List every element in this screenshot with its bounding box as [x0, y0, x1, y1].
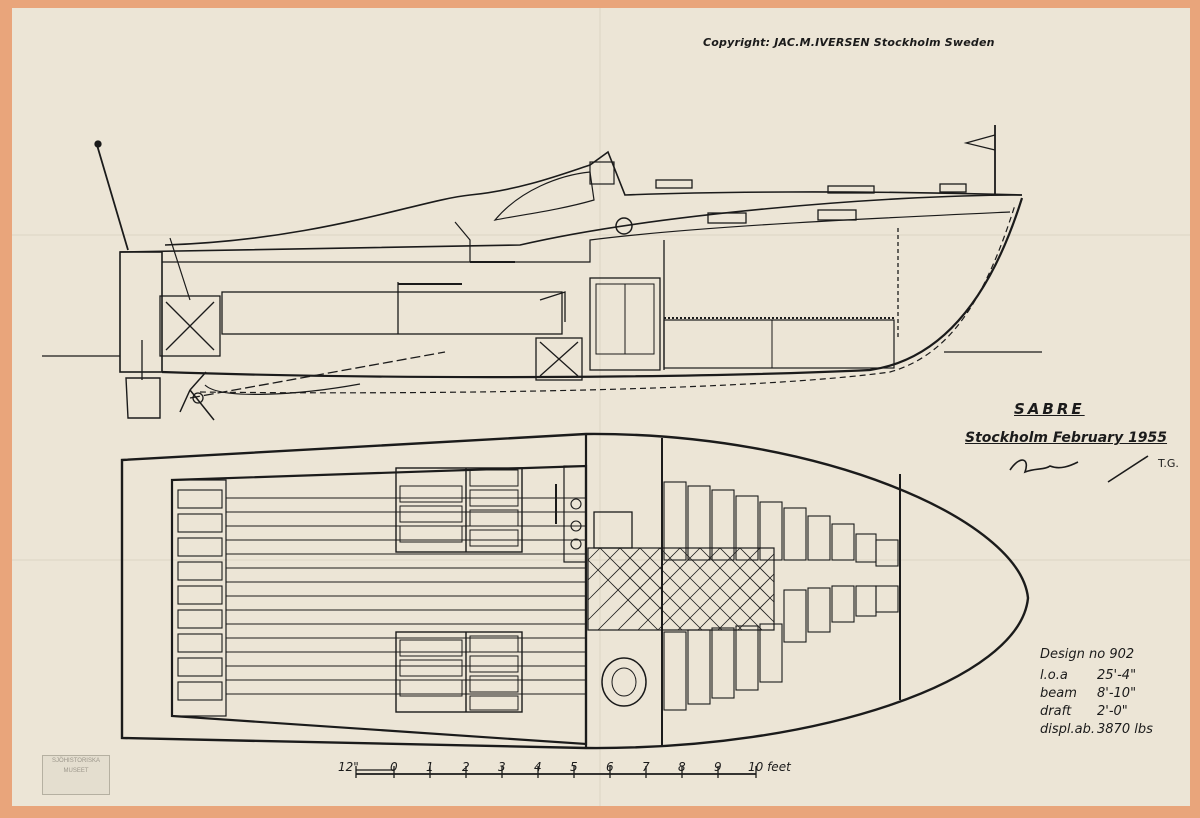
place-date: Stockholm February 1955	[965, 430, 1168, 446]
design-number: Design no 902	[1040, 647, 1135, 662]
spec-beam-label: beam	[1040, 686, 1077, 701]
scale-label: 2	[462, 760, 470, 774]
scale-label: 10 feet	[748, 760, 791, 774]
scale-label: 4	[534, 760, 542, 774]
scale-label: 9	[714, 760, 722, 774]
drawing-title: SABRE	[1014, 400, 1085, 418]
scale-label: 5	[570, 760, 578, 774]
side-elevation	[42, 125, 1042, 421]
scale-label: 7	[642, 760, 650, 774]
spec-beam-value: 8'-10"	[1097, 686, 1137, 701]
scale-label: 3	[498, 760, 506, 774]
scale-label: 0	[390, 760, 398, 774]
scale-label: 6	[606, 760, 614, 774]
spec-draft-label: draft	[1040, 704, 1072, 719]
drafter-initials: T.G.	[1158, 457, 1179, 470]
spec-displ-value: 3870 lbs	[1097, 722, 1153, 737]
signature	[1009, 455, 1149, 483]
stamp-text: SJÖHISTORISKA MUSEET	[52, 758, 100, 774]
copyright-note: Copyright: JAC.M.IVERSEN Stockholm Swede…	[703, 36, 995, 49]
spec-draft-value: 2'-0"	[1097, 704, 1128, 719]
plan-view	[120, 432, 1030, 750]
spec-loa-label: l.o.a	[1040, 668, 1068, 683]
paper	[12, 8, 1190, 806]
archive-stamp: SJÖHISTORISKA MUSEET	[42, 755, 110, 795]
scale-bar	[355, 766, 757, 778]
scale-label: 8	[678, 760, 686, 774]
scale-label: 1	[426, 760, 434, 774]
spec-loa-value: 25'-4"	[1097, 668, 1137, 683]
scale-label: 12"	[338, 760, 359, 774]
spec-displ-label: displ.ab.	[1040, 722, 1095, 737]
